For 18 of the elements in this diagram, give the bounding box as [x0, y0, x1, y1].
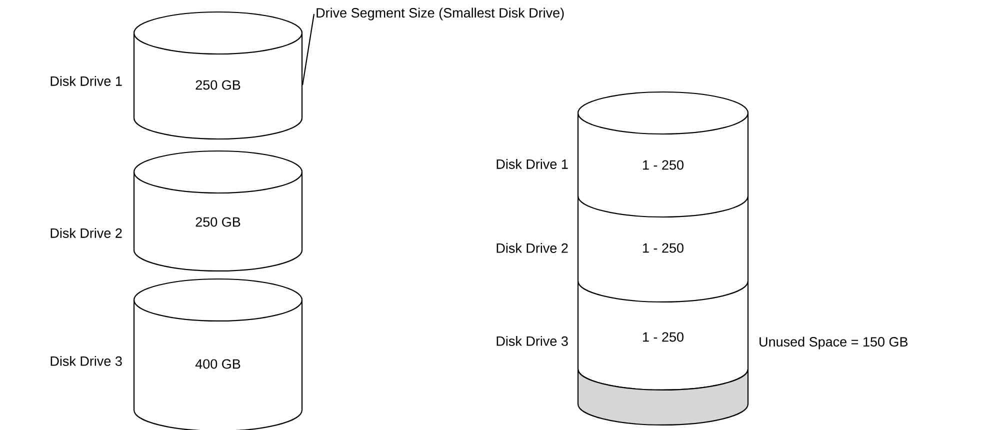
unused-segment: [577, 368, 749, 426]
drive-label: Disk Drive 2: [50, 228, 122, 238]
disk-cylinder: 250 GB: [133, 11, 303, 140]
disk-segment: 1 - 250: [577, 91, 749, 218]
drive-label: Disk Drive 1: [50, 76, 122, 86]
node-label: 400 GB: [195, 359, 240, 369]
callout-text: Drive Segment Size (Smallest Disk Drive): [316, 8, 564, 20]
disk-cylinder: 400 GB: [133, 278, 303, 430]
drive-label: Disk Drive 3: [50, 356, 122, 366]
leader-line: [302, 14, 315, 86]
note-text: Unused Space = 150 GB: [760, 336, 908, 350]
disk-segment: 1 - 250: [577, 280, 749, 391]
drive-label: Disk Drive 3: [496, 336, 568, 346]
drive-label: Disk Drive 1: [496, 159, 568, 169]
disk-cylinder: 250 GB: [133, 150, 303, 272]
node-label: 1 - 250: [643, 160, 684, 170]
disk-segment: 1 - 250: [577, 196, 749, 303]
drive-label: Disk Drive 2: [496, 243, 568, 253]
